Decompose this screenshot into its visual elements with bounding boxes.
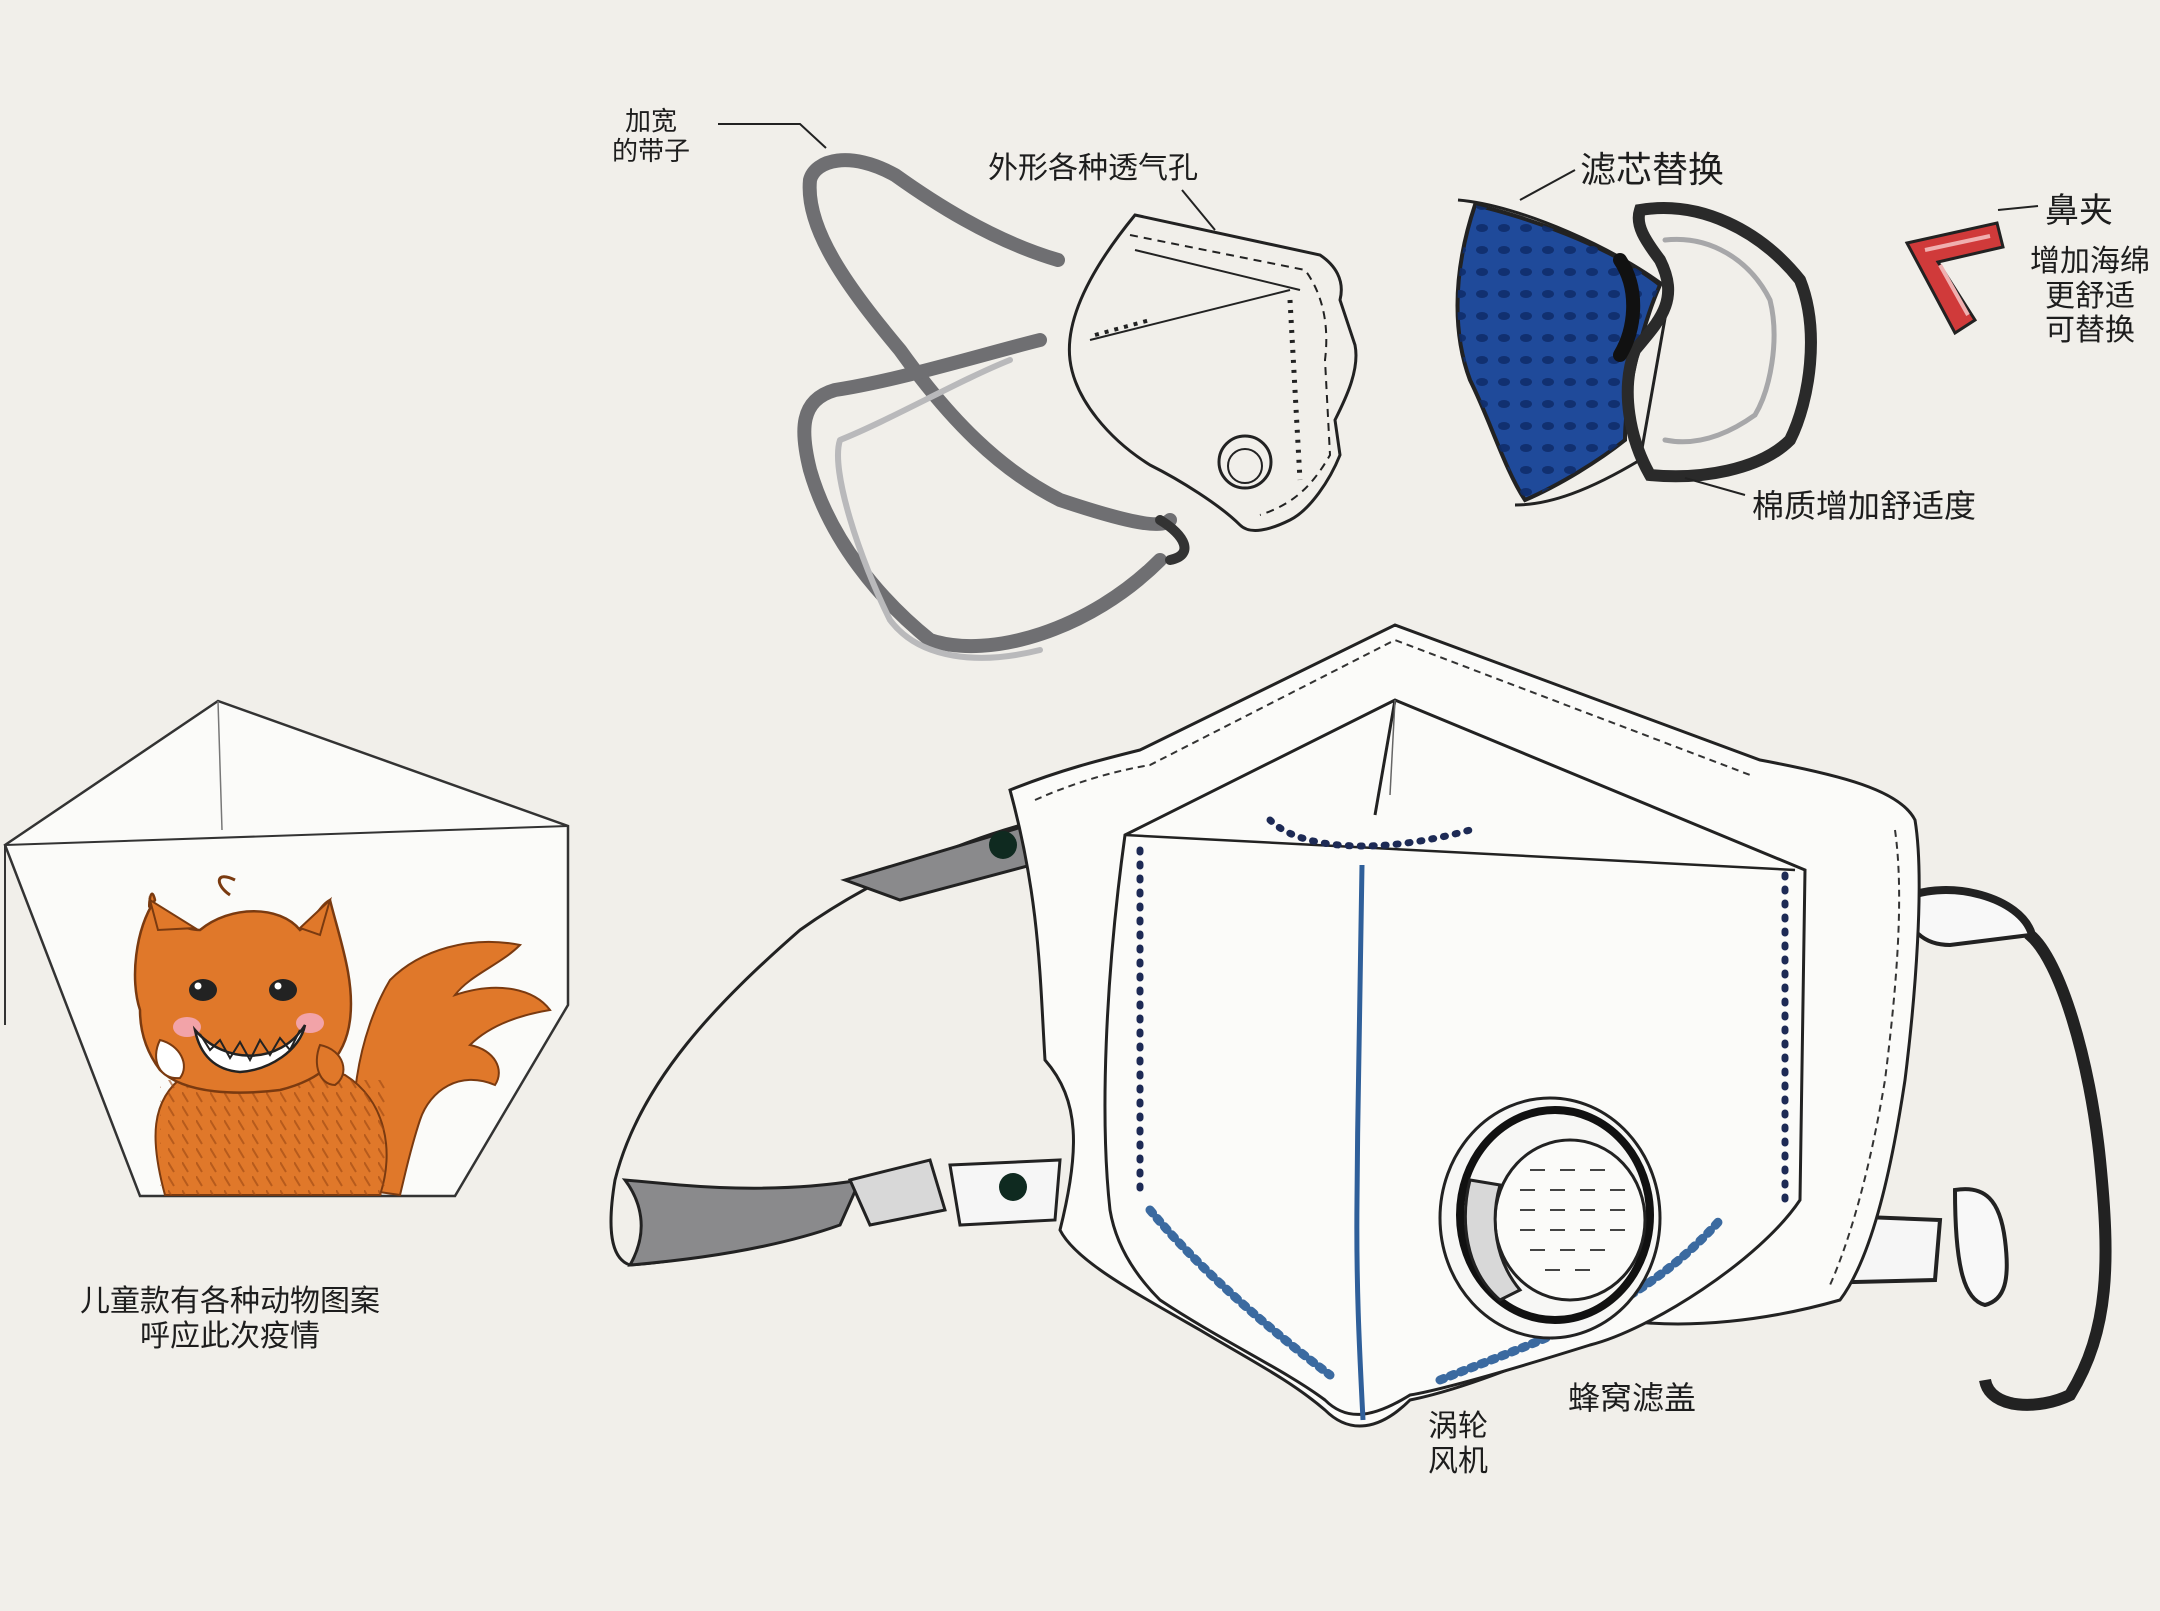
honeycomb-cover-label: 蜂窝滤盖 [1568,1379,1697,1417]
cotton-comfort-label: 棉质增加舒适度 [1752,487,1977,525]
kids-label: 儿童款有各种动物图案 呼应此次疫情 [80,1284,380,1354]
main-mask-drawing [609,623,2112,1428]
nose-clip-label: 鼻夹 [2045,191,2113,231]
turbo-fan-drawing [1438,1096,1662,1340]
sponge-label-line3: 可替换 [2045,313,2135,348]
strap-label-line2: 的带子 [612,136,691,167]
vent-shape-label: 外形各种透气孔 [988,151,1198,186]
sponge-label-line2: 更舒适 [2045,278,2135,314]
turbo-fan-label: 涡轮 风机 [1428,1409,1488,1479]
kids-label-line1: 儿童款有各种动物图案 [80,1284,380,1319]
strap-drawing [797,153,1190,661]
kids-label-line2: 呼应此次疫情 [140,1318,320,1354]
sponge-label-line1: 增加海绵 [2030,244,2150,279]
strap-label-line1: 加宽 [625,107,678,137]
filter-replace-label: 滤芯替换 [1580,150,1725,191]
filter-drawing [1455,198,1672,507]
fox-drawing [133,875,552,1197]
sponge-label: 增加海绵 更舒适 可替换 [2030,244,2150,349]
nose-clip-drawing [1904,221,2005,336]
cushion-drawing [1613,202,1817,483]
small-mask-drawing [1067,213,1358,532]
strap-label: 加宽 的带子 [612,107,691,168]
turbo-fan-label-line1: 涡轮 [1428,1409,1488,1444]
turbo-fan-label-line2: 风机 [1428,1443,1488,1479]
